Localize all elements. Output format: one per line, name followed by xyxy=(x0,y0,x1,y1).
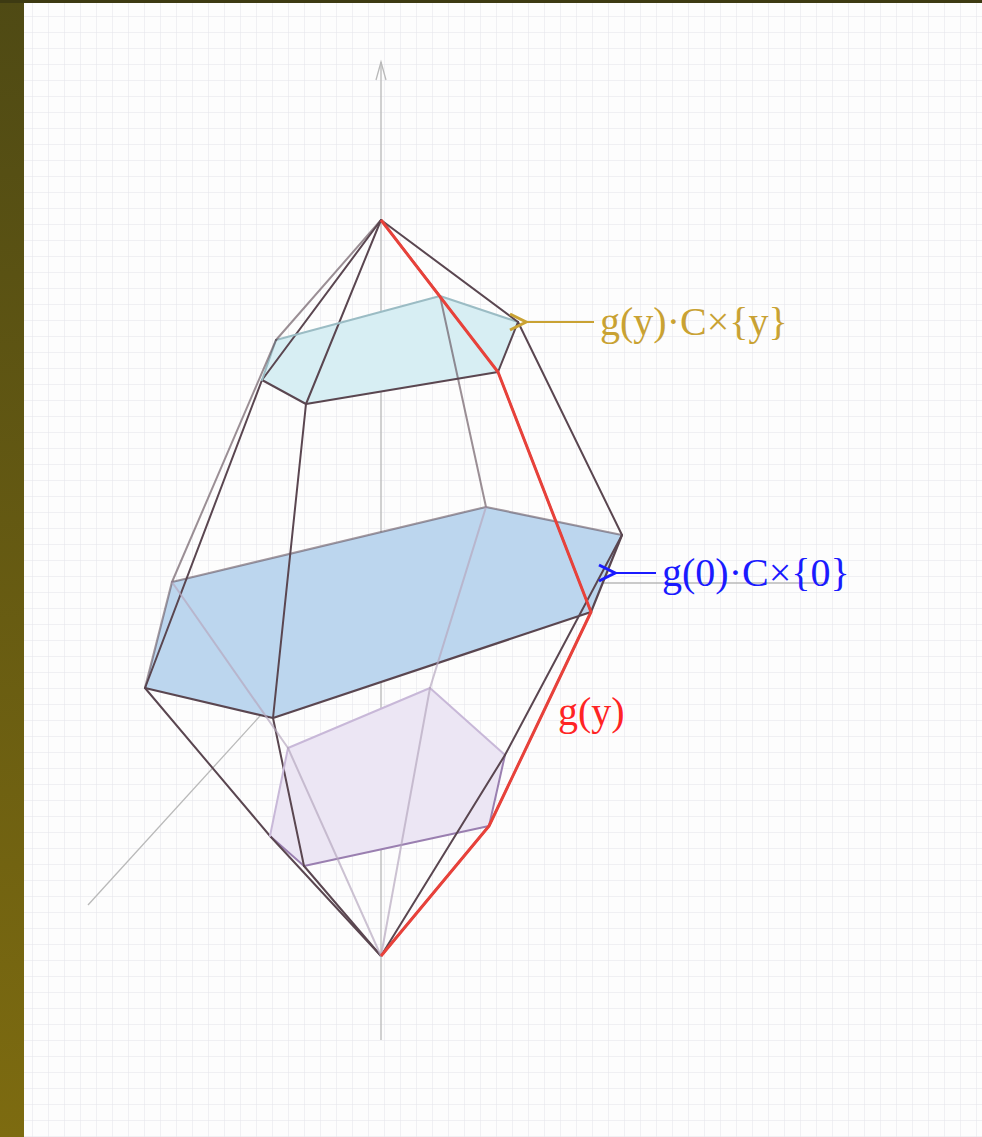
polytope-edge xyxy=(486,507,622,535)
polytope-edge xyxy=(145,582,172,688)
polytope xyxy=(145,220,622,956)
polytope-edge xyxy=(172,340,276,582)
polytope-edge xyxy=(440,296,518,322)
math-label: g(y)·C×{y} xyxy=(598,300,790,344)
polytope-edge xyxy=(306,372,498,404)
polytope-edge xyxy=(273,612,591,718)
polytope-edge xyxy=(276,296,440,340)
polytope-edge xyxy=(430,688,505,755)
polytope-edge xyxy=(304,866,381,956)
mid-hexagon-fill xyxy=(145,507,622,718)
profile-curve xyxy=(381,220,591,956)
axis-arrow xyxy=(376,62,386,80)
polytope-edge xyxy=(288,748,381,956)
polytope-edge xyxy=(262,380,306,404)
polytope-edge xyxy=(430,507,486,688)
polytope-edge xyxy=(145,688,273,718)
lower-hexagon-fill xyxy=(270,688,505,866)
polytope-edge xyxy=(262,220,381,380)
polytope-edge xyxy=(276,220,381,340)
polytope-edge xyxy=(172,507,486,582)
math-label: g(y) xyxy=(556,690,627,734)
polytope-edge xyxy=(172,582,288,748)
leader-arrow xyxy=(526,321,594,323)
polytope-edge xyxy=(489,755,505,826)
top-bar xyxy=(0,0,982,3)
polytope-edge xyxy=(518,322,622,535)
polytope-edge xyxy=(288,688,430,748)
polytope-edge xyxy=(381,688,430,956)
leader-arrow xyxy=(615,572,656,574)
polytope-edge xyxy=(306,220,381,404)
polytope-edge xyxy=(270,836,381,956)
side-bar xyxy=(0,0,24,1137)
polytope-edge xyxy=(498,322,518,372)
polytope-edge xyxy=(145,688,270,836)
polytope-edge xyxy=(270,748,288,836)
polytope-edge xyxy=(145,380,262,688)
math-label: g(0)·C×{0} xyxy=(660,551,852,595)
polytope-edge xyxy=(273,404,306,718)
polytope-edge xyxy=(273,718,304,866)
